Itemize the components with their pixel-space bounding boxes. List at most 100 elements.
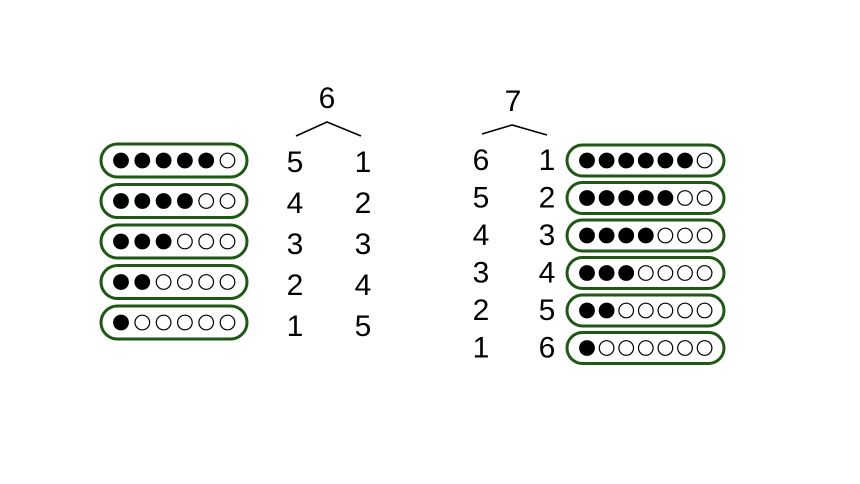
bead-frame <box>565 143 726 178</box>
empty-bead <box>696 190 713 206</box>
filled-bead <box>113 152 129 169</box>
empty-bead <box>198 274 215 290</box>
empty-bead <box>134 314 151 331</box>
filled-bead <box>579 152 595 169</box>
bead-frame <box>565 181 726 215</box>
empty-bead <box>657 340 674 356</box>
bond-six-part-left: 2 <box>287 269 304 302</box>
bead-frame <box>565 331 726 365</box>
bead-frame <box>99 304 249 341</box>
empty-bead <box>176 274 193 290</box>
filled-bead <box>155 233 172 250</box>
empty-bead <box>696 340 713 356</box>
bond-seven-part-left: 3 <box>473 257 490 290</box>
bond-six-part-right: 3 <box>355 228 372 261</box>
empty-bead <box>677 227 693 244</box>
filled-bead <box>134 274 151 290</box>
filled-bead <box>637 227 654 244</box>
bond-seven-part-right: 6 <box>539 332 556 365</box>
filled-bead <box>657 190 674 206</box>
filled-bead <box>618 152 635 169</box>
filled-bead <box>198 152 215 169</box>
empty-bead <box>657 227 674 244</box>
filled-bead <box>155 193 172 209</box>
bead-frame-border <box>99 304 249 341</box>
filled-bead <box>176 152 193 169</box>
filled-bead <box>579 227 595 244</box>
empty-bead <box>219 152 236 169</box>
bead-frame <box>99 142 249 179</box>
filled-bead <box>637 190 654 206</box>
filled-bead <box>598 302 615 319</box>
empty-bead <box>677 265 693 281</box>
bond-seven-bead-frames <box>565 143 726 365</box>
empty-bead <box>618 302 635 319</box>
empty-bead <box>219 233 236 250</box>
filled-bead <box>113 314 129 331</box>
bead-frame-border <box>99 183 249 219</box>
bead-frame <box>565 218 726 253</box>
bond-seven-part-right: 1 <box>539 144 556 177</box>
empty-bead <box>637 302 654 319</box>
filled-bead <box>637 152 654 169</box>
empty-bead <box>637 265 654 281</box>
empty-bead <box>198 314 215 331</box>
empty-bead <box>677 190 693 206</box>
filled-bead <box>579 340 595 356</box>
filled-bead <box>598 265 615 281</box>
empty-bead <box>155 274 172 290</box>
filled-bead <box>113 274 129 290</box>
bead-frame <box>565 293 726 328</box>
bond-six-branch <box>295 121 362 137</box>
filled-bead <box>113 233 129 250</box>
empty-bead <box>155 314 172 331</box>
filled-bead <box>598 227 615 244</box>
filled-bead <box>579 190 595 206</box>
empty-bead <box>696 302 713 319</box>
bond-six-part-right: 1 <box>355 146 372 179</box>
bond-six-part-left: 1 <box>287 310 304 343</box>
empty-bead <box>198 193 215 209</box>
empty-bead <box>219 193 236 209</box>
filled-bead <box>134 193 151 209</box>
filled-bead <box>618 265 635 281</box>
bead-frame-border <box>99 264 249 300</box>
empty-bead <box>696 227 713 244</box>
bead-frame <box>99 183 249 219</box>
bond-six-part-left: 4 <box>287 187 304 220</box>
bond-six-bead-frames <box>99 142 249 341</box>
bond-seven-part-left: 5 <box>473 182 490 215</box>
bond-six-part-left: 5 <box>287 146 304 179</box>
bead-frame <box>99 223 249 260</box>
filled-bead <box>598 152 615 169</box>
empty-bead <box>696 265 713 281</box>
empty-bead <box>657 302 674 319</box>
bead-frame-border <box>99 142 249 179</box>
bond-seven-part-right: 4 <box>539 257 556 290</box>
bond-seven-part-right: 5 <box>539 294 556 327</box>
bond-seven-part-left: 6 <box>473 144 490 177</box>
bond-seven-part-left: 4 <box>473 219 490 252</box>
bond-six-part-right: 2 <box>355 187 372 220</box>
bond-six-part-right: 4 <box>355 269 372 302</box>
filled-bead <box>176 193 193 209</box>
filled-bead <box>134 233 151 250</box>
empty-bead <box>176 233 193 250</box>
bead-frame-border <box>99 223 249 260</box>
empty-bead <box>637 340 654 356</box>
filled-bead <box>579 302 595 319</box>
bond-six-part-right: 5 <box>355 310 372 343</box>
empty-bead <box>696 152 713 169</box>
filled-bead <box>598 190 615 206</box>
bond-six-total: 6 <box>319 82 336 115</box>
filled-bead <box>579 265 595 281</box>
empty-bead <box>598 340 615 356</box>
bead-frame <box>99 264 249 300</box>
empty-bead <box>677 302 693 319</box>
empty-bead <box>219 314 236 331</box>
empty-bead <box>657 265 674 281</box>
